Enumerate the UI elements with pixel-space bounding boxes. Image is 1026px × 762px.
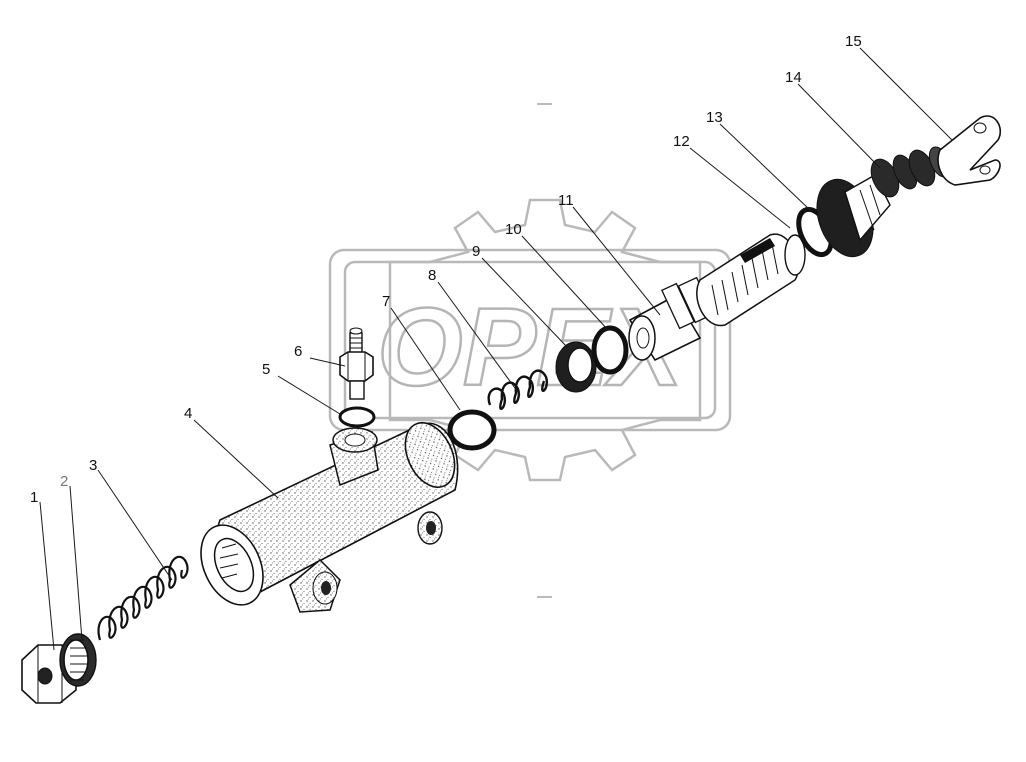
part-11-piston xyxy=(628,276,715,362)
part-7-piston-ring xyxy=(447,409,497,451)
watermark-inner-frame xyxy=(343,260,717,420)
part-5-seal-washer xyxy=(338,406,376,428)
part-9-cup-seal xyxy=(555,341,597,393)
callout-3: 3 xyxy=(89,457,97,474)
callout-6: 6 xyxy=(294,343,302,360)
watermark-frame xyxy=(328,248,732,432)
callout-7: 7 xyxy=(382,293,390,310)
part-12-pushrod-guide xyxy=(696,233,806,327)
callout-14: 14 xyxy=(785,69,802,86)
callout-8: 8 xyxy=(428,267,436,284)
part-4-cylinder-body xyxy=(200,422,459,613)
callout-15: 15 xyxy=(845,33,862,50)
callout-10: 10 xyxy=(505,221,522,238)
part-10-seal-ring xyxy=(591,325,629,375)
callout-1: 1 xyxy=(30,489,38,506)
callout-2: 2 xyxy=(60,473,68,490)
callout-13: 13 xyxy=(706,109,723,126)
callout-labels: 1 2 3 4 5 6 7 8 9 10 11 12 13 14 15 xyxy=(30,33,862,506)
leader-lines xyxy=(39,47,953,651)
part-15-clevis xyxy=(937,115,1002,186)
part-6-bleeder-valve xyxy=(339,327,374,400)
callout-4: 4 xyxy=(184,405,192,422)
callout-5: 5 xyxy=(262,361,270,378)
callout-11: 11 xyxy=(558,192,574,209)
callout-9: 9 xyxy=(472,243,480,260)
callout-12: 12 xyxy=(673,133,690,150)
watermark-gear xyxy=(388,198,702,482)
part-2-threaded-plug xyxy=(59,633,97,687)
part-14-dust-boot xyxy=(816,146,952,258)
part-8-piston-spring xyxy=(487,369,549,411)
part-3-return-spring xyxy=(97,555,189,641)
